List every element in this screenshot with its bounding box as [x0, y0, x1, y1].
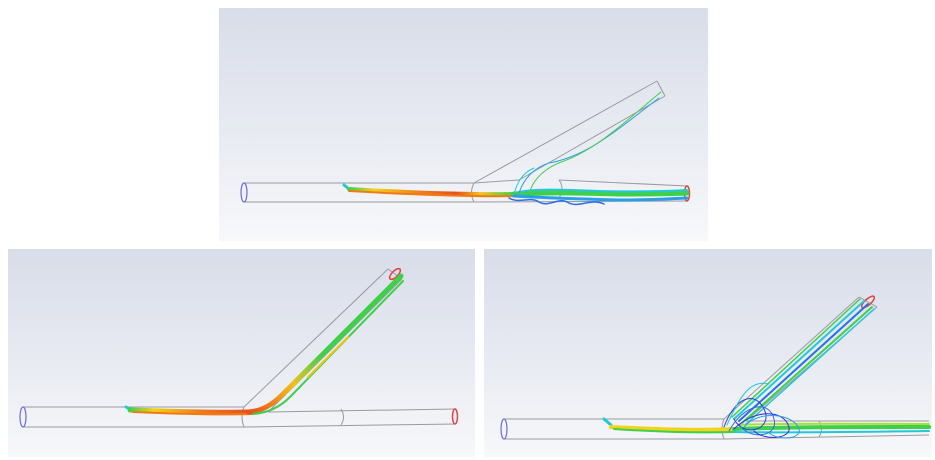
- streamline-panel-bottom-left: [8, 249, 475, 457]
- streamlines: [342, 91, 690, 206]
- outlet-ring: [388, 267, 402, 281]
- outlet-ring: [860, 295, 876, 309]
- inlet-ring: [240, 182, 248, 203]
- streamline-panel-top: [219, 8, 708, 241]
- streamlines: [602, 298, 931, 439]
- outlet-ring: [451, 408, 459, 425]
- streamline-panel-bottom-right: [484, 249, 932, 457]
- streamlines: [124, 273, 404, 416]
- pipe-junction-render: [240, 80, 691, 206]
- pipe-outline: [244, 80, 688, 203]
- pipe-outline: [504, 296, 930, 440]
- pipe-junction-render: [19, 267, 459, 428]
- inlet-ring: [500, 418, 508, 440]
- inlet-ring: [19, 406, 27, 428]
- pipe-junction-render: [500, 295, 931, 440]
- pipe-outline: [23, 268, 457, 428]
